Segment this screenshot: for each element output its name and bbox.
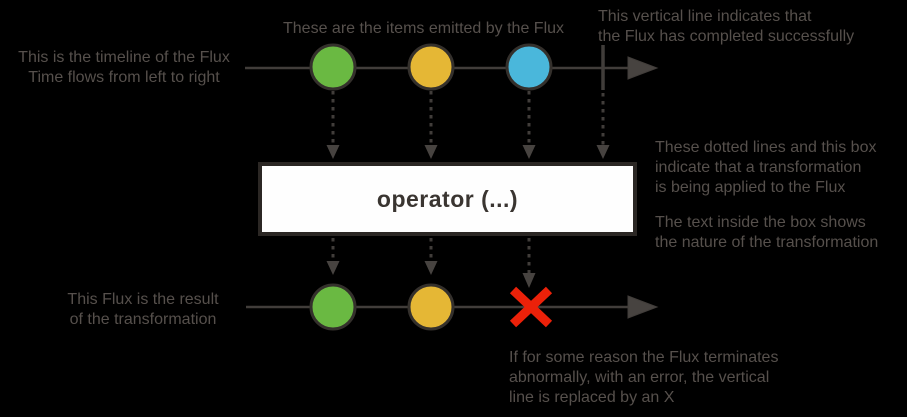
dotted-arrowhead-icon — [596, 145, 610, 159]
transformation-annotation: These dotted lines and this box indicate… — [655, 139, 877, 196]
marble-yellow-source — [407, 43, 455, 91]
dotted-arrows-out-of-operator — [326, 238, 536, 288]
operator-label: operator (...) — [376, 185, 519, 212]
dotted-arrowhead-icon — [326, 261, 340, 275]
error-x-stroke — [509, 286, 553, 328]
result-marbles — [309, 283, 455, 331]
box-text-annotation: The text inside the box shows the nature… — [655, 214, 879, 251]
marble-green-source — [309, 43, 357, 91]
dotted-arrowhead-icon — [326, 145, 340, 159]
result-timeline-arrowhead-icon — [627, 295, 659, 319]
items-annotation: These are the items emitted by the Flux — [283, 20, 565, 37]
operator-box: operator (...) — [258, 162, 637, 236]
completion-annotation: This vertical line indicates that the Fl… — [598, 8, 855, 45]
dotted-arrowhead-icon — [424, 145, 438, 159]
error-annotation: If for some reason the Flux terminates a… — [509, 349, 779, 406]
timeline-annotation: This is the timeline of the Flux Time fl… — [18, 49, 230, 86]
marble-blue-source — [505, 43, 553, 91]
dotted-arrows-into-operator — [326, 91, 610, 159]
dotted-arrowhead-icon — [522, 273, 536, 288]
marble-yellow-result — [407, 283, 455, 331]
marble-green-result — [309, 283, 357, 331]
result-annotation: This Flux is the result of the transform… — [67, 291, 219, 328]
source-marbles — [309, 43, 553, 91]
error-x-icon — [509, 286, 553, 328]
source-timeline-arrowhead-icon — [627, 56, 659, 80]
dotted-arrowhead-icon — [424, 261, 438, 275]
dotted-arrowhead-icon — [522, 145, 536, 159]
